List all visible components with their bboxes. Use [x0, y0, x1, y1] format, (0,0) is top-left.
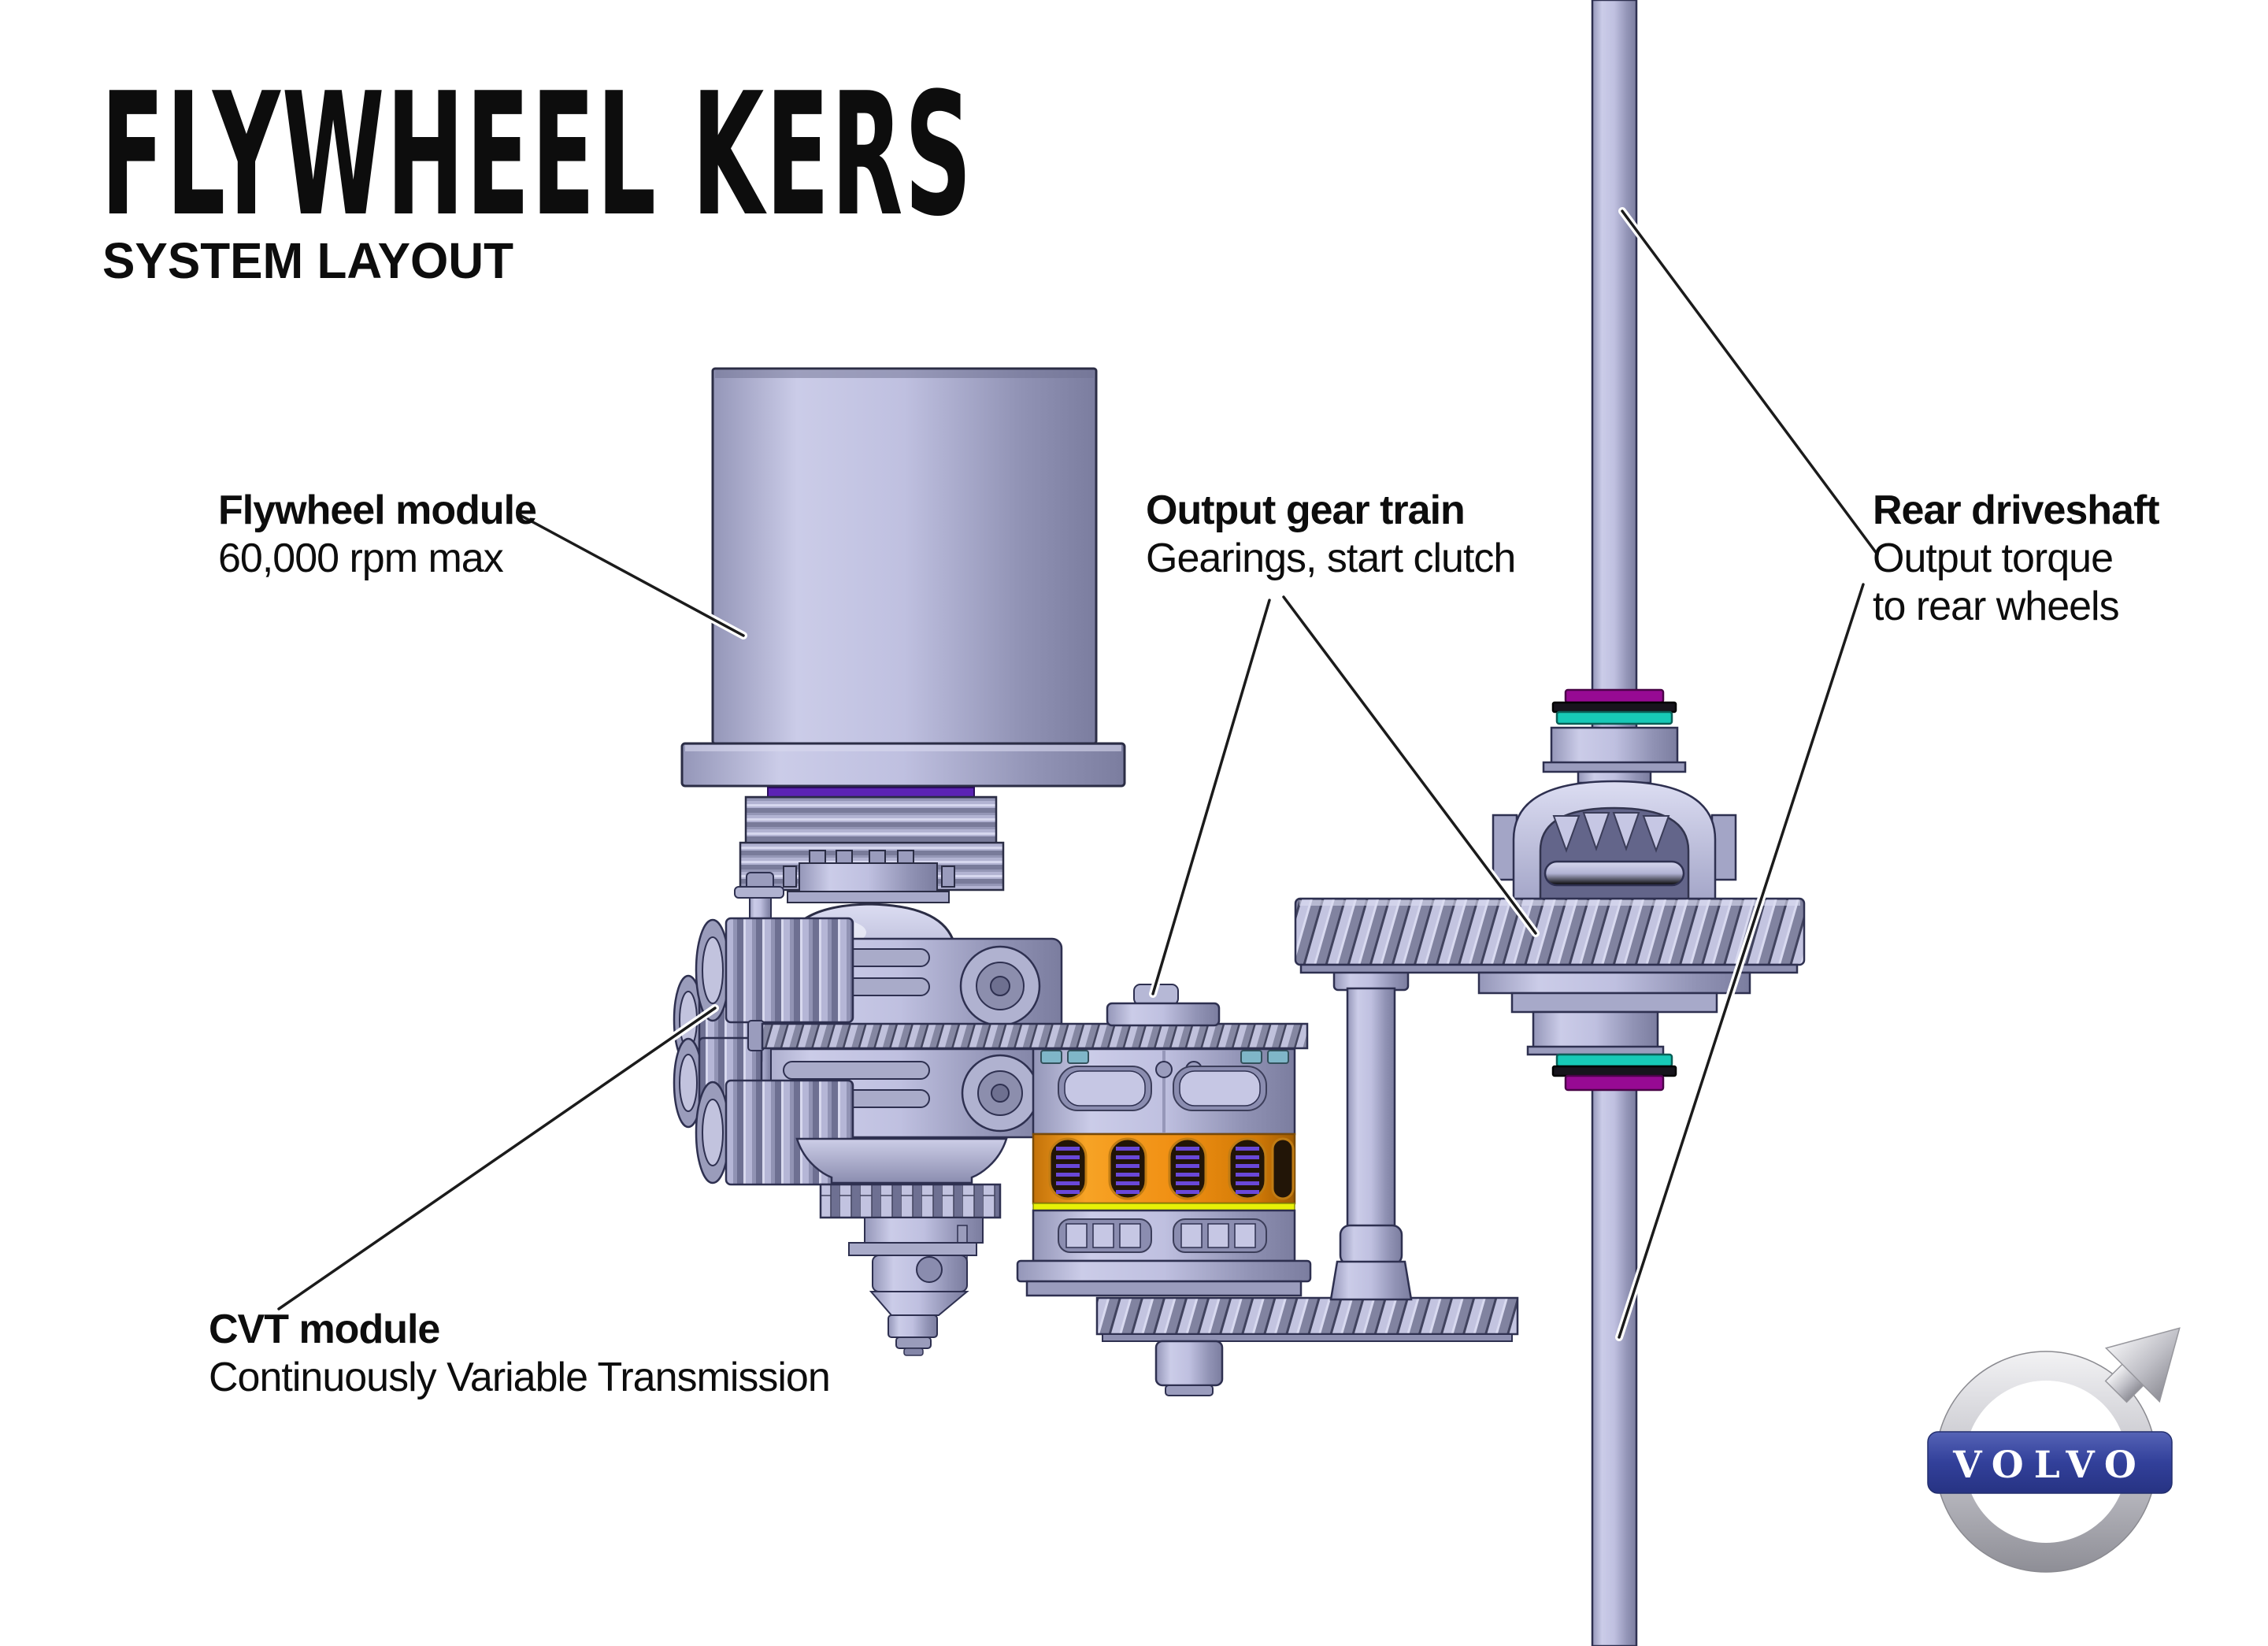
cvt-disc-pack	[695, 917, 854, 1024]
spider-pin	[1544, 860, 1685, 887]
callout-driveshaft-detail2: to rear wheels	[1873, 584, 2120, 629]
callout-output-gear-train: Output gear train Gearings, start clutch	[1146, 487, 1516, 583]
leader-driveshaft-top	[1621, 209, 1879, 556]
cvt-sprocket	[819, 1183, 1002, 1219]
transfer-gear-band	[761, 1022, 1309, 1050]
magenta-ring-top	[1564, 688, 1665, 704]
teal-ring-top	[1555, 710, 1673, 725]
support-column-foot	[1329, 1260, 1413, 1301]
diff-lower-plate	[1477, 971, 1751, 995]
yellow-stripe	[1032, 1203, 1295, 1211]
page-subtitle: SYSTEM LAYOUT	[102, 232, 514, 289]
cvt-lower-bar	[848, 1242, 977, 1256]
leader-flywheel	[520, 514, 745, 637]
final-drive-gear	[1294, 897, 1806, 966]
callout-output-detail: Gearings, start clutch	[1146, 536, 1516, 581]
black-ring-bottom	[1551, 1065, 1677, 1077]
output-shaft-stub	[1154, 1340, 1224, 1387]
cvt-bowl	[795, 1137, 1008, 1184]
bevel-gear-teeth	[1552, 812, 1670, 853]
callout-cvt-title: CVT module	[209, 1307, 440, 1352]
callout-flywheel-module: Flywheel module 60,000 rpm max	[218, 487, 537, 583]
magenta-ring-bottom	[1564, 1074, 1665, 1092]
leader-output-left	[1151, 599, 1271, 995]
leader-output-right	[1282, 595, 1537, 935]
leader-driveshaft-bottom	[1618, 583, 1865, 1339]
callout-output-title: Output gear train	[1146, 487, 1466, 533]
support-column	[1346, 987, 1396, 1267]
volvo-wordmark: VOLVO	[1952, 1444, 2147, 1487]
callout-cvt-detail: Continuously Variable Transmission	[209, 1355, 831, 1400]
teal-ring-bottom	[1555, 1053, 1673, 1068]
leader-cvt	[277, 1007, 717, 1310]
volvo-banner	[1927, 1431, 2173, 1494]
output-bottom-gear	[1095, 1296, 1519, 1336]
callout-driveshaft-detail1: Output torque	[1873, 536, 2114, 581]
volvo-logo: VOLVO	[1927, 1327, 2181, 1573]
cvt-disc-pack	[695, 1079, 854, 1186]
diff-top-bearing	[1550, 726, 1679, 766]
module-base-step	[1025, 1280, 1303, 1297]
clutch-stack-upper	[744, 795, 998, 844]
cvt-module-drawing	[673, 872, 1063, 1356]
page-title: FLYWHEEL KERS	[101, 56, 974, 254]
leader-lines	[275, 207, 1881, 1341]
cvt-cone	[869, 1291, 969, 1316]
transfer-gear-drawing	[747, 1020, 1309, 1051]
module-base-flange	[1016, 1259, 1312, 1283]
module-gear-boss	[1106, 1002, 1221, 1027]
black-ring-top	[1551, 701, 1677, 714]
callout-driveshaft-title: Rear driveshaft	[1873, 487, 2160, 533]
diff-top-lip	[1542, 761, 1687, 773]
diff-lower-plate2	[1510, 992, 1718, 1014]
output-gear-train-drawing	[1016, 966, 1519, 1396]
callout-rear-driveshaft: Rear driveshaft Output torque to rear wh…	[1873, 487, 2160, 631]
diff-bottom-bearing	[1532, 1010, 1659, 1051]
callout-flywheel-title: Flywheel module	[218, 487, 537, 533]
flywheel-module-drawing	[680, 367, 1126, 995]
final-drive-gear-lip	[1299, 963, 1799, 974]
callout-cvt-module: CVT module Continuously Variable Transmi…	[209, 1306, 831, 1402]
volvo-arrow-icon	[2104, 1327, 2181, 1403]
flywheel-cylinder	[711, 367, 1098, 745]
flywheel-flange	[783, 850, 955, 903]
differential-drawing	[1492, 688, 1737, 909]
stator-slots	[1048, 1137, 1295, 1200]
callout-flywheel-detail: 60,000 rpm max	[218, 536, 504, 581]
flywheel-base-plate	[680, 742, 1126, 788]
final-drive-gear-drawing	[1294, 897, 1806, 1092]
